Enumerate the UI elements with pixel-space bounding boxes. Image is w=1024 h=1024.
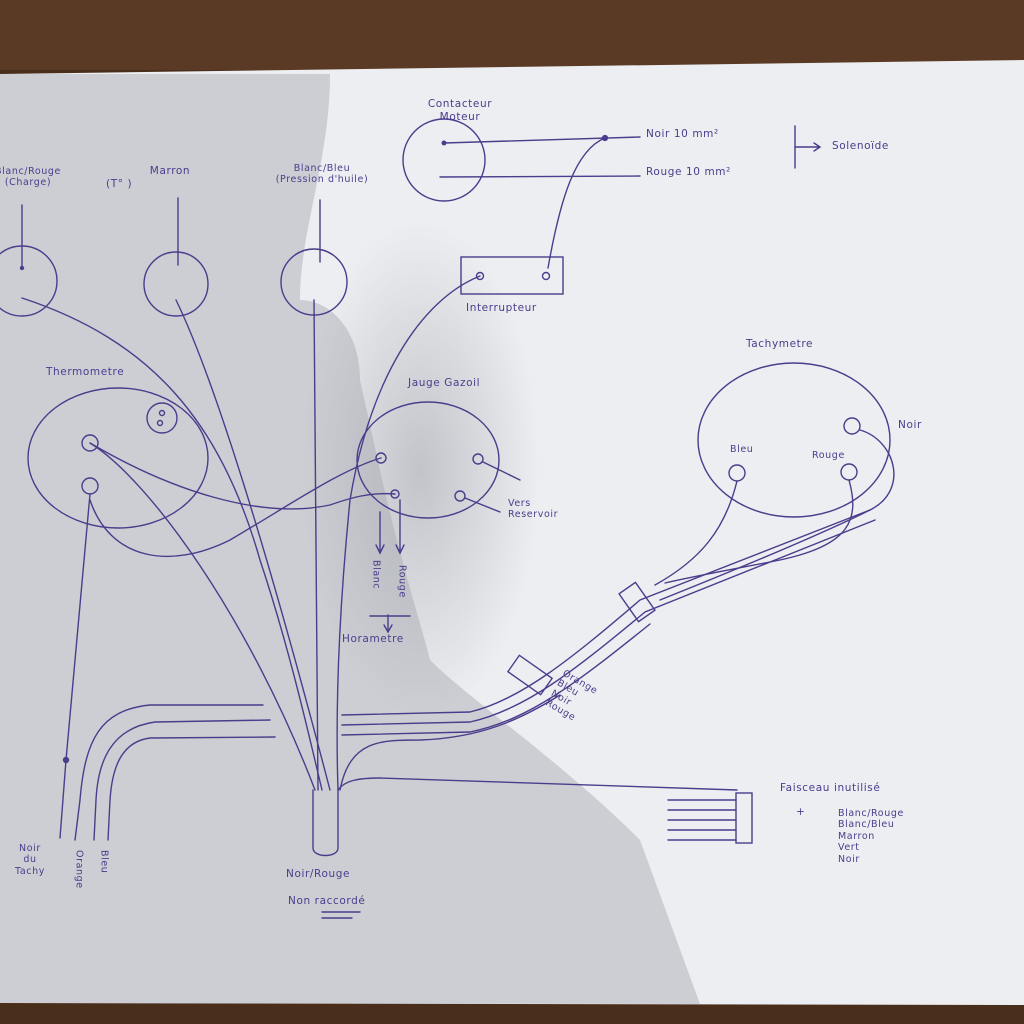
noir-du-tachy-label: Noir du Tachy	[15, 843, 45, 877]
tachy-noir-label: Noir	[898, 419, 922, 431]
bleu-label: Bleu	[98, 850, 110, 874]
orange-label: Orange	[73, 850, 85, 889]
tachy-bleu-label: Bleu	[730, 444, 754, 455]
faisceau-title: Faisceau inutilisé	[780, 782, 881, 794]
contacteur-circle	[402, 118, 486, 202]
jauge-circle	[356, 401, 500, 519]
wire-bundle	[312, 789, 339, 857]
blanc-h-label: Blanc	[370, 560, 382, 590]
faisceau-connector	[735, 792, 753, 844]
non-raccorde-label: Non raccordé	[288, 895, 366, 907]
horametre-label: Horametre	[342, 633, 404, 645]
faisceau-plus: +	[796, 806, 806, 818]
tachy-rouge-label: Rouge	[812, 450, 845, 461]
rouge-h-label: Rouge	[396, 565, 408, 598]
pression-label: Blanc/Bleu (Pression d'huile)	[275, 163, 369, 186]
tachymetre-label: Tachymetre	[746, 338, 814, 350]
noir-rouge-label: Noir/Rouge	[286, 868, 351, 880]
faisceau-wire-list: Blanc/Rouge Blanc/Bleu Marron Vert Noir	[838, 808, 904, 865]
ink-drawing	[0, 118, 895, 919]
interrupteur-label: Interrupteur	[466, 302, 537, 314]
thermometre-label: Thermometre	[46, 366, 125, 378]
vers-reservoir-label: Vers Reservoir	[508, 498, 559, 521]
noir-10-label: Noir 10 mm²	[646, 128, 719, 140]
solenoide-label: Solenoïde	[832, 140, 889, 152]
marron-label: Marron	[149, 165, 191, 177]
t-paren-label: (T° )	[106, 178, 133, 190]
thermometre-circle	[27, 387, 209, 529]
interrupteur-box	[460, 256, 564, 295]
charge-label: Blanc/Rouge (Charge)	[0, 166, 61, 189]
tachymetre-circle	[697, 362, 891, 518]
rouge-10-label: Rouge 10 mm²	[646, 166, 731, 178]
jauge-label: Jauge Gazoil	[408, 377, 481, 389]
temp-gauge-circle	[143, 251, 209, 317]
contacteur-label: Contacteur Moteur	[427, 98, 493, 123]
